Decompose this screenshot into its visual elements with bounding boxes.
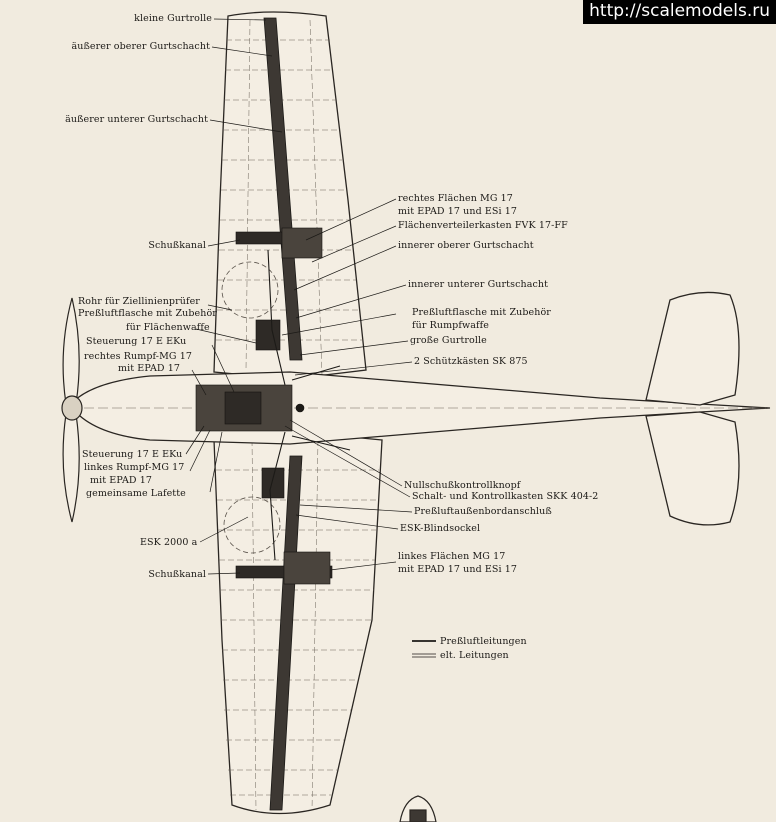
- wing-outline: [213, 11, 383, 815]
- label-schalt-kontrollkasten: Schalt- und Kontrollkasten SKK 404-2: [412, 491, 599, 502]
- label-fuer-flaechenwaffe: für Flächenwaffe: [126, 322, 210, 333]
- label-rechtes-rumpf-mg-sub: mit EPAD 17: [118, 363, 181, 374]
- equipment-cluster: [195, 227, 333, 585]
- label-flaechenverteilerkasten: Flächenverteilerkasten FVK 17-FF: [398, 220, 568, 231]
- label-rechtes-flaechen-mg-sub: mit EPAD 17 und ESi 17: [398, 206, 518, 217]
- label-nullschusskontrollknopf: Nullschußkontrollknopf: [404, 480, 521, 491]
- label-linkes-rumpf-mg: linkes Rumpf-MG 17: [84, 462, 185, 473]
- label-linkes-rumpf-mg-sub: mit EPAD 17: [90, 475, 153, 486]
- label-rohr-ziellinienpruefer: Rohr für Ziellinienprüfer: [78, 296, 200, 307]
- label-esk-2000a: ESK 2000 a: [140, 537, 198, 548]
- label-fuer-rumpfwaffe: für Rumpfwaffe: [412, 320, 489, 331]
- label-steuerung-bottom: Steuerung 17 E EKu: [82, 449, 183, 460]
- label-linkes-flaechen-mg-sub: mit EPAD 17 und ESi 17: [398, 564, 518, 575]
- label-schusskanal-top: Schußkanal: [148, 240, 206, 251]
- label-aeusserer-oberer-gurtschacht: äußerer oberer Gurtschacht: [71, 41, 210, 52]
- label-steuerung-top: Steuerung 17 E EKu: [86, 336, 187, 347]
- label-linkes-flaechen-mg: linkes Flächen MG 17: [398, 551, 506, 562]
- label-rechtes-rumpf-mg: rechtes Rumpf-MG 17: [84, 351, 193, 362]
- wheel-wells: [221, 261, 281, 554]
- ammo-chutes: [263, 17, 303, 811]
- watermark: http://scalemodels.ru: [583, 0, 776, 24]
- propeller: [61, 297, 83, 523]
- label-innerer-unterer-gurtschacht: innerer unterer Gurtschacht: [408, 279, 549, 290]
- label-innerer-oberer-gurtschacht: innerer oberer Gurtschacht: [398, 240, 534, 251]
- tailplane: [645, 291, 740, 526]
- leader-lines: [185, 18, 413, 575]
- label-schusskanal-bottom: Schußkanal: [148, 569, 206, 580]
- label-gemeinsame-lafette: gemeinsame Lafette: [86, 488, 186, 499]
- label-pressluftflasche-flaeche: Preßluftflasche mit Zubehör: [78, 308, 217, 319]
- legend-elt-leitungen: elt. Leitungen: [440, 650, 509, 661]
- label-aeusserer-unterer-gurtschacht: äußerer unterer Gurtschacht: [65, 114, 208, 125]
- label-rechtes-flaechen-mg: rechtes Flächen MG 17: [398, 193, 513, 204]
- legend-lines: [412, 640, 436, 658]
- label-grosse-gurtrolle: große Gurtrolle: [410, 335, 487, 346]
- label-pressluftflasche-rumpf: Preßluftflasche mit Zubehör: [412, 307, 551, 318]
- label-esk-blindsockel: ESK-Blindsockel: [400, 523, 481, 534]
- legend-pressluftleitungen: Preßluftleitungen: [440, 636, 527, 647]
- label-schuetzkaesten: 2 Schützkästen SK 875: [414, 356, 528, 367]
- label-pressluftaussenbordanschluss: Preßluftaußenbordanschluß: [414, 506, 552, 517]
- label-kleine-gurtrolle: kleine Gurtrolle: [134, 13, 212, 24]
- partial-aircraft-bottom: [399, 795, 437, 822]
